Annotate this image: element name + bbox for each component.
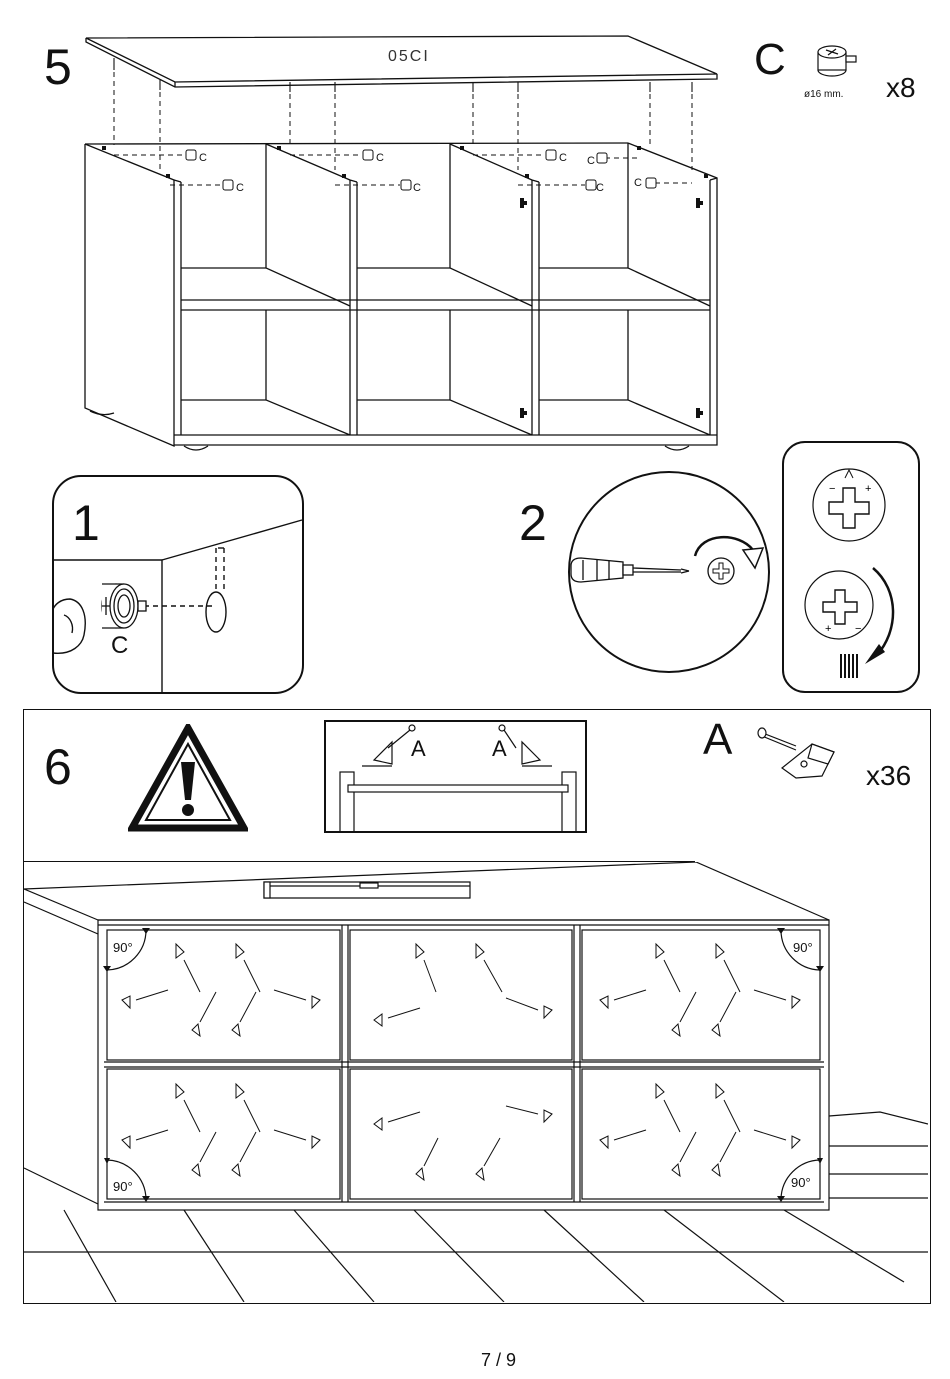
panel-label: 05CI — [388, 48, 430, 66]
cam-label: C — [587, 155, 595, 167]
detail-2-circle — [563, 470, 775, 675]
part-c-diameter: ø16 mm. — [804, 89, 843, 100]
svg-text:−: − — [855, 623, 861, 635]
inset-label-a-left: A — [411, 736, 426, 762]
cam-label: C — [634, 177, 642, 189]
part-c-quantity: x8 — [886, 74, 916, 102]
part-a-quantity: x36 — [866, 762, 911, 790]
part-a-letter: A — [703, 718, 732, 762]
step-5-number: 5 — [44, 42, 72, 92]
step-5-illustration — [80, 30, 730, 460]
angle-label: 90° — [113, 1179, 133, 1194]
detail-2-number: 2 — [519, 498, 547, 548]
inset-label-a-right: A — [492, 736, 507, 762]
warning-triangle-icon — [128, 724, 248, 832]
angle-label: 90° — [791, 1175, 811, 1190]
svg-text:−: − — [829, 483, 835, 495]
cam-label: C — [596, 182, 604, 194]
cam-label: C — [413, 182, 421, 194]
cam-label: C — [199, 152, 207, 164]
cam-label: C — [236, 182, 244, 194]
page-number: 7 / 9 — [481, 1350, 516, 1371]
part-c-letter: C — [754, 38, 786, 82]
detail-1-part-label: C — [111, 632, 128, 660]
bracket-inset-drawing — [326, 722, 585, 831]
cam-label: C — [559, 152, 567, 164]
angle-bracket-icon — [756, 724, 840, 784]
step-6-number: 6 — [44, 742, 72, 792]
angle-label: 90° — [113, 940, 133, 955]
svg-text:+: + — [865, 483, 871, 495]
cam-lock-icon — [812, 42, 862, 82]
step-6-cabinet-drawing — [24, 862, 928, 1302]
cam-label: C — [376, 152, 384, 164]
spirit-level-icon — [264, 882, 470, 898]
detail-2-side-panel: − + + − — [781, 440, 921, 695]
angle-label: 90° — [793, 940, 813, 955]
svg-text:+: + — [825, 623, 831, 635]
detail-1-number: 1 — [72, 498, 100, 548]
